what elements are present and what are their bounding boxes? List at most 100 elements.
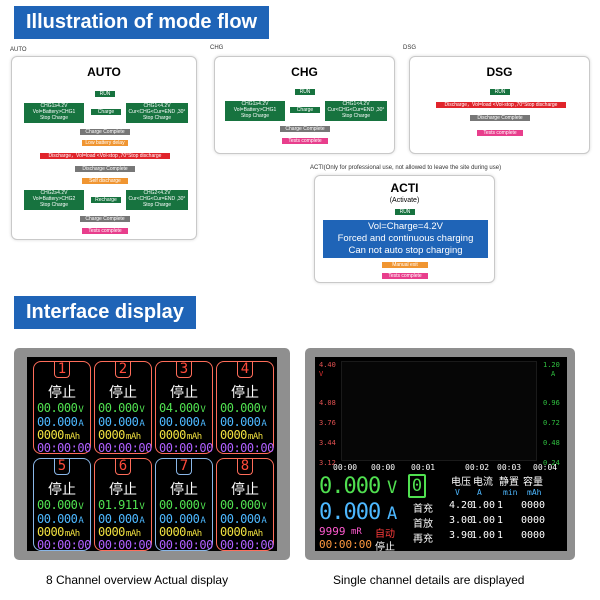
channel-time-value: 00:00:00 xyxy=(220,441,274,455)
dsg-title: DSG xyxy=(486,65,513,79)
channel-v-row: 00.000V xyxy=(220,401,267,415)
auto-chg1-right-block: CHG1<4.2V Cur<CHG<Cur=END ,30° Stop Char… xyxy=(126,103,188,123)
channel-a-value: 00.000 xyxy=(220,512,261,526)
channel-time-row: 00:00:00 xyxy=(159,538,213,552)
channel-mah-value: 0000 xyxy=(220,428,247,442)
channel-a-value: 00.000 xyxy=(37,415,78,429)
auto-chg1-left-block: CHG1≥4.2V Vol=Battery>CHG1 Stop Charge xyxy=(24,103,84,123)
channel-v-value: 00.000 xyxy=(220,401,261,415)
channel-mah-row: 0000mAh xyxy=(159,525,202,539)
right-axis-tick: 1.20 xyxy=(543,361,560,369)
auto-chg2-right-block: CHG2<4.2V Cur<CHG<Cur=END ,30° Stop Char… xyxy=(126,190,188,210)
detail-big-voltage: 0.000 xyxy=(319,474,381,499)
table-unit: min xyxy=(503,488,518,497)
auto-chg2-left-block: CHG2≥4.2V Vol=Battery>CHG2 Stop Charge xyxy=(24,190,84,210)
auto-low-battery-block: Low battery delay xyxy=(82,140,128,146)
table-row-label: 首充 xyxy=(413,504,433,515)
left-axis-tick: 3.44 xyxy=(319,439,336,447)
detail-channel-box: 0 xyxy=(408,474,426,498)
channel-v-row: 00.000V xyxy=(159,498,206,512)
dsg-tests-complete-block: Tests complete xyxy=(477,130,523,136)
channel-a-unit: A xyxy=(139,419,145,429)
right-axis-tick: 0.96 xyxy=(543,399,560,407)
channel-mah-unit: mAh xyxy=(64,432,80,442)
channel-mah-unit: mAh xyxy=(64,529,80,539)
detail-big-current: 0.000 xyxy=(319,500,381,525)
auto-tests-complete-block: Tests complete xyxy=(82,228,128,234)
interface-display-title: Interface display xyxy=(14,296,196,329)
acti-line3: Can not auto stop charging xyxy=(348,245,463,256)
overview-caption: 8 Channel overview Actual display xyxy=(46,573,229,587)
channel-mah-value: 0000 xyxy=(159,525,186,539)
table-cell: 4.20 xyxy=(449,500,474,511)
channel-status: 停止 xyxy=(170,385,198,401)
channel-v-value: 00.000 xyxy=(37,401,78,415)
channel-number: 1 xyxy=(54,361,70,378)
channel-time-row: 00:00:00 xyxy=(220,538,274,552)
channel-a-row: 00.000A xyxy=(220,415,267,429)
detail-elapsed: 00:00:00 xyxy=(319,538,372,551)
channel-v-row: 00.000V xyxy=(98,401,145,415)
channel-time-value: 00:00:00 xyxy=(159,538,213,552)
channel-time-value: 00:00:00 xyxy=(159,441,213,455)
channel-mah-value: 0000 xyxy=(98,525,125,539)
channel-time-value: 00:00:00 xyxy=(37,538,91,552)
channel-v-unit: V xyxy=(139,405,145,415)
channel-a-row: 00.000A xyxy=(220,512,267,526)
channel-a-unit: A xyxy=(261,516,267,526)
channel-v-row: 00.000V xyxy=(37,401,84,415)
channel-a-value: 00.000 xyxy=(98,415,139,429)
left-axis-tick: 4.40 xyxy=(319,361,336,369)
channel-v-value: 00.000 xyxy=(220,498,261,512)
channel-mah-row: 0000mAh xyxy=(37,428,80,442)
channel-v-value: 00.000 xyxy=(98,401,139,415)
chg-run-block: RUN xyxy=(295,89,315,95)
channel-mah-unit: mAh xyxy=(247,432,263,442)
acti-flow-card: ACTI (Activate) RUN Vol=Charge=4.2V Forc… xyxy=(314,175,495,283)
chg-right-block: CHG1<4.2V Cur<CHG<Cur=END ,30° Stop Char… xyxy=(325,101,387,121)
table-header: 容量 xyxy=(523,477,543,488)
auto-recharge-block: Recharge xyxy=(91,197,121,203)
channel-time-row: 00:00:00 xyxy=(98,538,152,552)
dsg-discharge-block: Discharge，Vol=load <Vol-stop ,70°Stop di… xyxy=(436,102,566,108)
mode-flow-title: Illustration of mode flow xyxy=(14,6,270,39)
channel-mah-row: 0000mAh xyxy=(37,525,80,539)
table-cell: 1 xyxy=(497,515,504,526)
channel-mah-row: 0000mAh xyxy=(98,428,141,442)
chg-panel-label: CHG xyxy=(210,45,224,51)
acti-line2: Forced and continuous charging xyxy=(337,233,474,244)
channel-mah-value: 0000 xyxy=(37,525,64,539)
auto-self-discharge-block: Self discharge xyxy=(82,178,128,184)
channel-mah-row: 0000mAh xyxy=(220,525,263,539)
acti-manual-exit-block: Manual exit xyxy=(382,262,428,268)
right-axis-tick: 0.72 xyxy=(543,419,560,427)
channel-mah-value: 0000 xyxy=(159,428,186,442)
channel-v-unit: V xyxy=(200,502,206,512)
acti-line1: Vol=Charge=4.2V xyxy=(367,221,443,232)
channel-time-row: 00:00:00 xyxy=(220,441,274,455)
auto-discharge-complete-block: Discharge Complete xyxy=(75,166,135,172)
channel-mah-value: 0000 xyxy=(37,428,64,442)
table-header: 静置 xyxy=(499,477,519,488)
channel-number: 4 xyxy=(237,361,253,378)
dsg-discharge-complete-block: Discharge Complete xyxy=(470,115,530,121)
chg-title: CHG xyxy=(291,65,318,79)
chg-flow-card: CHG RUN CHG1≥4.2V Vol=Battery>CHG1 Stop … xyxy=(214,56,395,154)
channel-time-value: 00:00:00 xyxy=(98,441,152,455)
channel-v-unit: V xyxy=(78,502,84,512)
chg-charge-block: Charge xyxy=(290,107,320,113)
table-cell: 1 xyxy=(497,500,504,511)
auto-panel-label: AUTO xyxy=(10,47,27,53)
channel-a-value: 00.000 xyxy=(98,512,139,526)
channel-mah-row: 0000mAh xyxy=(220,428,263,442)
